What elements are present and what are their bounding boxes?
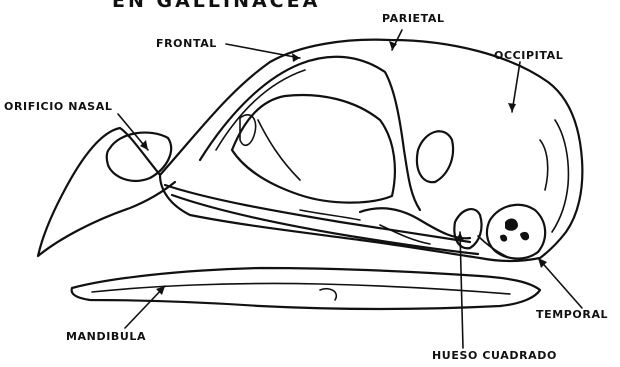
label-orificio-nasal: ORIFICIO NASAL (4, 101, 112, 112)
mandible-outline (72, 268, 540, 309)
label-mandibula: MANDIBULA (66, 331, 146, 342)
upper-beak-outline (38, 128, 175, 256)
label-parietal: PARIETAL (382, 13, 445, 24)
label-occipital: OCCIPITAL (494, 50, 563, 61)
label-frontal: FRONTAL (156, 38, 217, 49)
label-hueso-cuadrado: HUESO CUADRADO (432, 350, 557, 361)
label-temporal: TEMPORAL (536, 309, 608, 320)
occipital-fenestra (417, 131, 453, 182)
leader-lines (118, 30, 582, 348)
orbit-outline (232, 95, 395, 203)
